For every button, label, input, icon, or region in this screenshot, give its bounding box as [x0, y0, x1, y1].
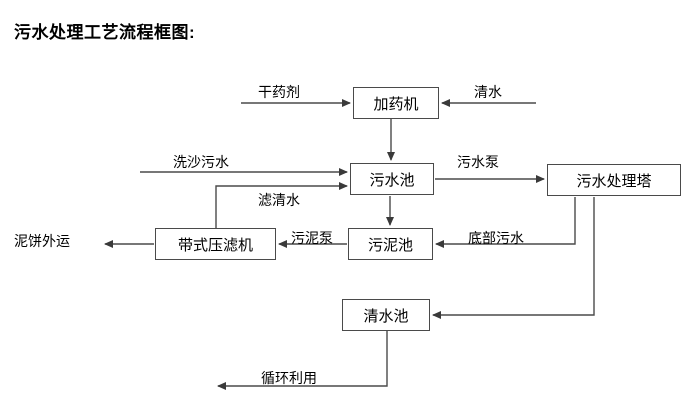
edge-label-bottom-sewage: 底部污水	[468, 230, 524, 246]
edge-label-sewage-pump: 污水泵	[457, 154, 499, 170]
page-title: 污水处理工艺流程框图:	[14, 23, 196, 42]
edge-clear-water-pool-to-recycle	[217, 331, 388, 390]
edge-label-sludge-pump: 污泥泵	[291, 230, 333, 246]
edge-filtrate-water-to-sewage-pool	[215, 182, 348, 228]
node-clear-water-pool[interactable]: 清水池	[342, 299, 430, 331]
edge-label-clean-water-in: 清水	[474, 84, 502, 100]
edge-label-dry-reagent: 干药剂	[258, 84, 300, 100]
node-dosing-machine[interactable]: 加药机	[353, 87, 439, 119]
edge-label-sand-wash-sewage: 洗沙污水	[173, 154, 229, 170]
edge-treatment-tower-to-clear-water-pool	[432, 197, 595, 319]
node-belt-filter-press[interactable]: 带式压滤机	[155, 228, 276, 260]
node-sludge-pool[interactable]: 污泥池	[348, 228, 433, 260]
edge-label-recycle-use: 循环利用	[261, 370, 317, 386]
edge-label-filtrate-water: 滤清水	[258, 192, 300, 208]
node-sewage-pool[interactable]: 污水池	[350, 163, 434, 195]
terminal-label-mud-cake-transport: 泥饼外运	[14, 233, 70, 249]
node-treatment-tower[interactable]: 污水处理塔	[547, 164, 681, 196]
edge-treatment-tower-to-sludge-pool	[435, 197, 576, 248]
